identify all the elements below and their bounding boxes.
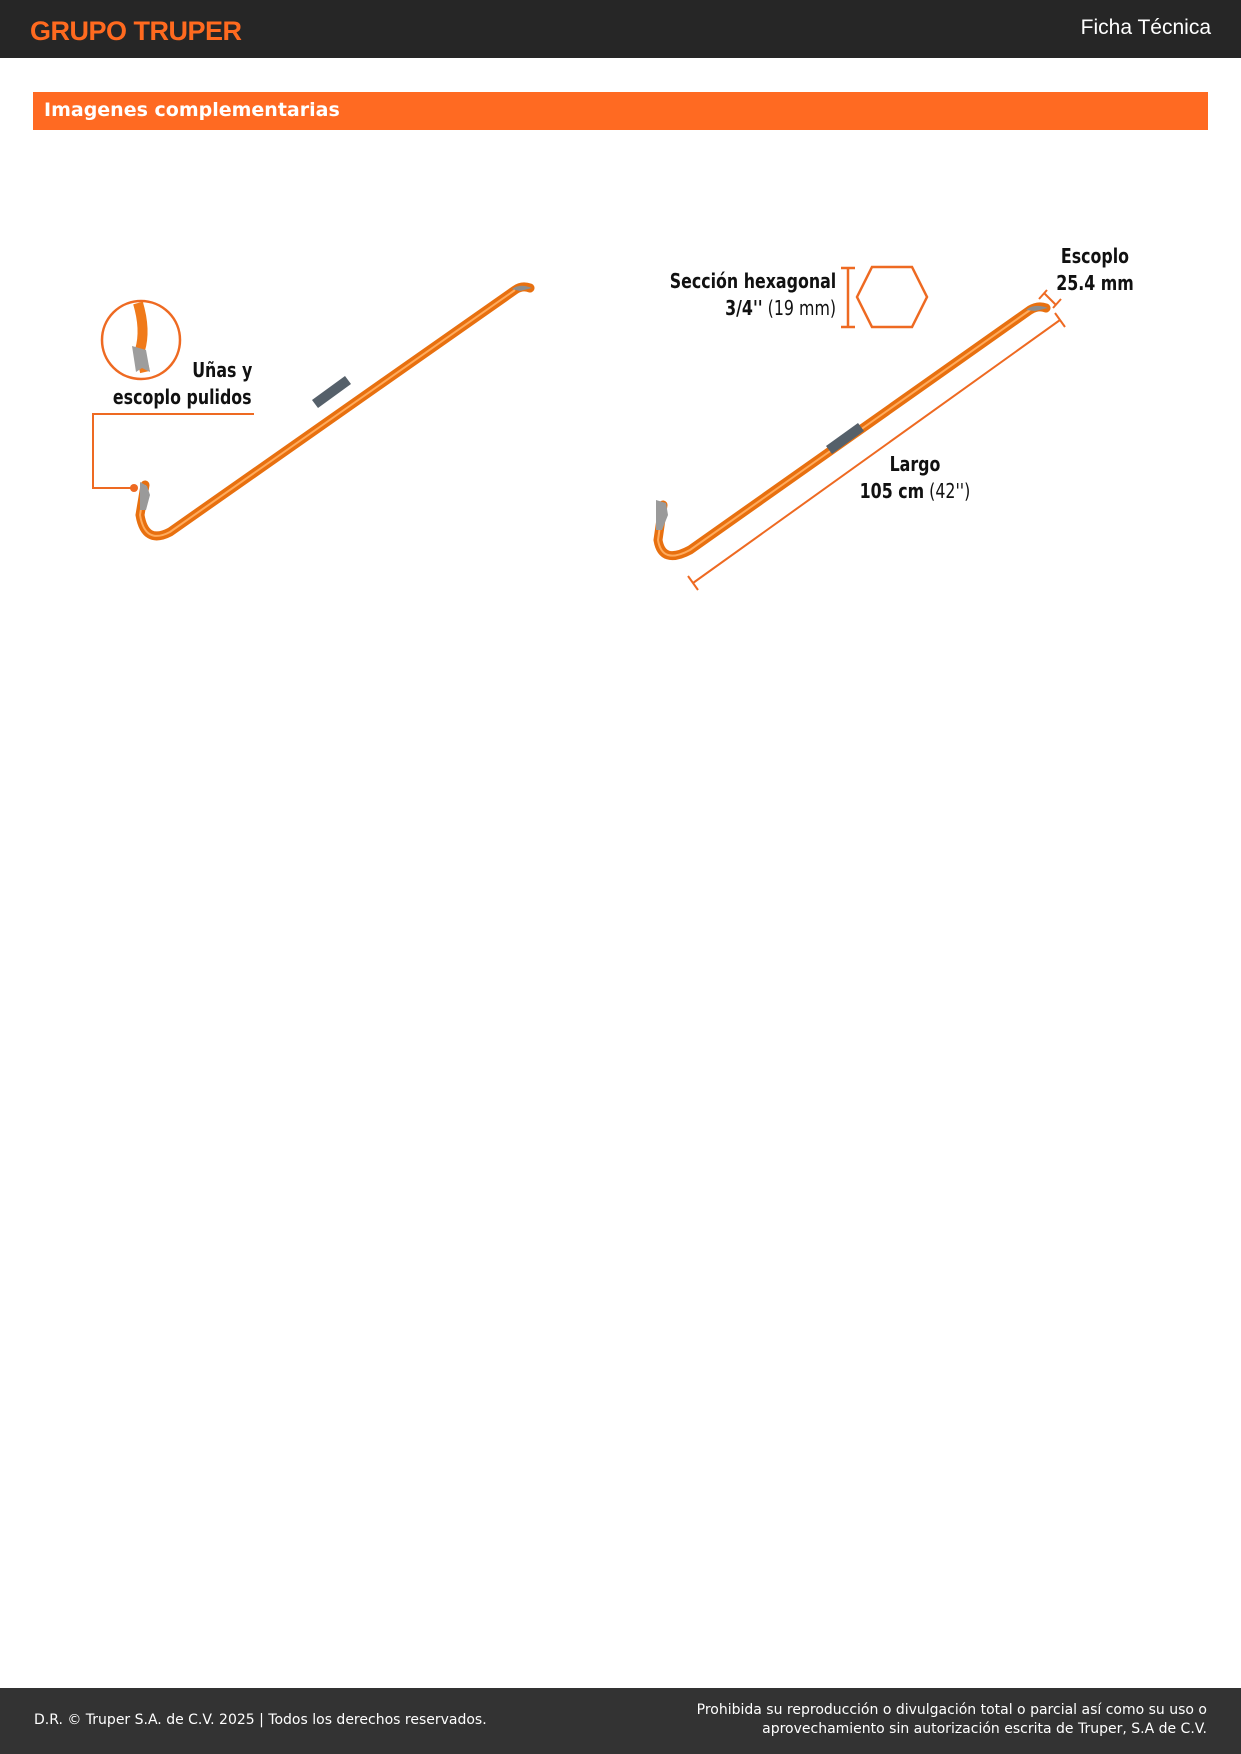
length-value: 105 cm — [859, 479, 925, 503]
document-title: Ficha Técnica — [1080, 16, 1211, 39]
header: GRUPO TRUPER Ficha Técnica — [0, 0, 1241, 58]
callout-label-line2: escoplo pulidos — [113, 385, 252, 409]
hex-size-label: 3/4'' (19 mm) — [725, 295, 836, 321]
hex-size-metric: (19 mm) — [767, 296, 836, 320]
detail-callout-circle — [100, 299, 182, 381]
legal-notice: Prohibida su reproducción o divulgación … — [697, 1701, 1207, 1739]
hex-size: 3/4'' — [725, 296, 763, 320]
chisel-label: Escoplo — [1060, 244, 1130, 268]
hex-section-label: Sección hexagonal — [669, 269, 836, 293]
length-value-row: 105 cm (42'') — [845, 478, 986, 504]
callout-leader-line — [92, 413, 254, 489]
chisel-dimension-bracket — [1038, 289, 1062, 309]
crowbar-right — [653, 302, 1051, 561]
chisel-value: 25.4 mm — [1056, 271, 1134, 295]
length-imperial: (42'') — [929, 479, 971, 503]
section-header: Imagenes complementarias — [33, 92, 1208, 130]
logo: GRUPO TRUPER — [30, 16, 242, 46]
length-label: Largo — [889, 452, 941, 476]
footer: D.R. © Truper S.A. de C.V. 2025 | Todos … — [0, 1688, 1241, 1754]
legal-notice-line1: Prohibida su reproducción o divulgación … — [696, 1702, 1207, 1718]
legal-notice-line2: aprovechamiento sin autorización escrita… — [762, 1721, 1207, 1737]
crowbar-left — [135, 282, 535, 541]
crowbar-detail-illustration — [92, 265, 1066, 591]
callout-dot — [130, 484, 138, 492]
length-dimension-line — [687, 312, 1066, 591]
copyright-text: D.R. © Truper S.A. de C.V. 2025 | Todos … — [34, 1712, 487, 1728]
callout-label-line1: Uñas y — [191, 358, 252, 382]
section-title: Imagenes complementarias — [44, 99, 340, 121]
hexagon-icon — [841, 265, 929, 329]
